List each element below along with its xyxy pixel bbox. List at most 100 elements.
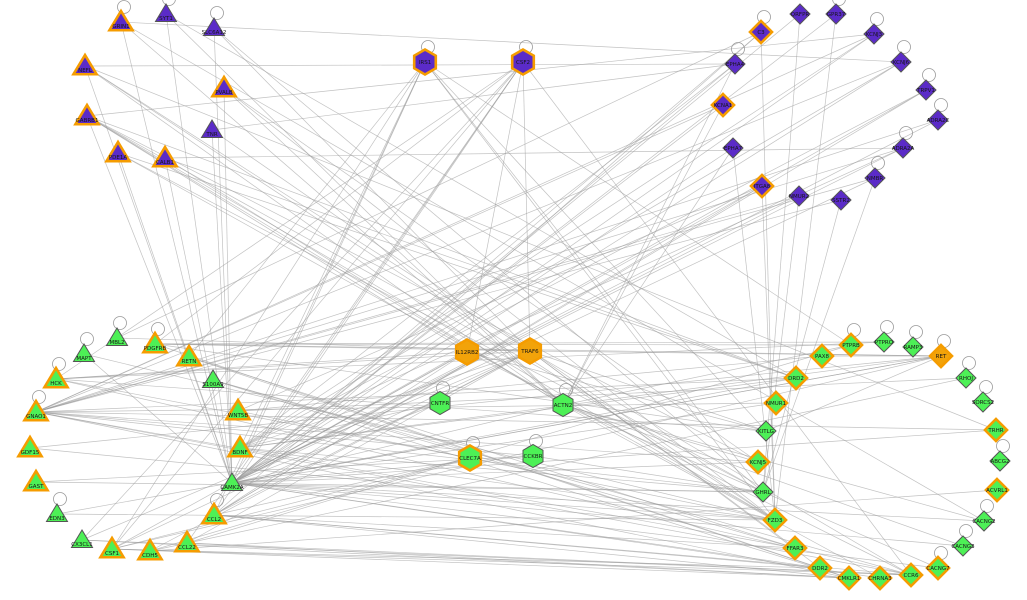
node-shape-hexagon bbox=[429, 390, 451, 416]
node-shape-diamond bbox=[898, 562, 924, 588]
node-ABCG2[interactable]: ABCG2 bbox=[989, 450, 1011, 472]
edge-CAMK2A-CACNG3 bbox=[231, 482, 964, 547]
node-CX3CL1[interactable]: CX3CL1 bbox=[70, 529, 94, 548]
node-SSTR2[interactable]: SSTR2 bbox=[830, 189, 852, 211]
node-ACVRL1[interactable]: ACVRL1 bbox=[984, 477, 1010, 503]
edge-TRAF6-CX3CL1 bbox=[81, 350, 531, 541]
node-ADRA2C[interactable]: ADRA2C bbox=[927, 109, 950, 131]
edge-PDGFRB-RET bbox=[154, 343, 942, 357]
node-RHOJ[interactable]: RHOJ bbox=[955, 367, 977, 389]
node-CALB1[interactable]: CALB1 bbox=[151, 144, 179, 168]
edge-CDH5-PTPRB bbox=[149, 344, 852, 552]
self-loop-EDN3 bbox=[53, 492, 67, 506]
edge-CSF2-CAMK2A bbox=[231, 61, 524, 484]
node-CACNG7[interactable]: CACNG7 bbox=[925, 555, 951, 581]
node-KCNA1[interactable]: KCNA1 bbox=[710, 92, 736, 118]
node-HCK[interactable]: HCK bbox=[42, 365, 70, 389]
node-GDF15[interactable]: GDF15 bbox=[16, 434, 44, 458]
node-CSF2[interactable]: CSF2 bbox=[510, 47, 536, 76]
node-shape-diamond bbox=[762, 507, 788, 533]
node-IL12RB2[interactable]: IL12RB2 bbox=[454, 337, 480, 366]
edge-IRS1-CCL2 bbox=[213, 61, 426, 516]
node-shape-triangle bbox=[107, 8, 135, 32]
node-RETN[interactable]: RETN bbox=[175, 343, 203, 367]
edge-EPHA7-ACTN2 bbox=[562, 147, 734, 406]
node-shape-diamond bbox=[892, 137, 914, 159]
node-CCL2[interactable]: CCL2 bbox=[200, 501, 228, 525]
node-CHRNA3[interactable]: CHRNA3 bbox=[867, 565, 893, 591]
node-shape-diamond bbox=[710, 92, 736, 118]
edge-QRFPR-CAMK2A bbox=[231, 13, 801, 484]
edge-CLEC7A-CCL22 bbox=[186, 457, 471, 544]
edge-BDNF-RET bbox=[239, 355, 942, 449]
node-shape-triangle bbox=[173, 529, 201, 553]
node-shape-triangle bbox=[42, 365, 70, 389]
node-PTPRO[interactable]: PTPRO bbox=[873, 331, 895, 353]
node-shape-diamond bbox=[836, 565, 862, 591]
node-GNAO1[interactable]: GNAO1 bbox=[22, 398, 50, 422]
node-shape-diamond bbox=[973, 510, 995, 532]
edge-S100A9-CMKLR1 bbox=[212, 379, 850, 579]
edge-IRS1-GHRL bbox=[424, 61, 764, 493]
node-GAST[interactable]: GAST bbox=[22, 468, 50, 492]
node-GRIN1[interactable]: GRIN1 bbox=[107, 8, 135, 32]
node-TRHR[interactable]: TRHR bbox=[983, 417, 1009, 443]
edge-KCNJ3-GNAO1 bbox=[35, 33, 875, 413]
node-TRPV1[interactable]: TRPV1 bbox=[915, 79, 937, 101]
edge-CALB1-ADRA2A bbox=[164, 147, 904, 159]
node-NEFL[interactable]: NEFL bbox=[71, 52, 99, 76]
edge-KCNA1-ACTN2 bbox=[562, 104, 724, 406]
node-NMBR[interactable]: NMBR bbox=[864, 167, 886, 189]
node-GABRB1[interactable]: GABRB1 bbox=[73, 102, 101, 126]
node-KCNJ6[interactable]: KCNJ6 bbox=[890, 51, 912, 73]
node-CCKBR[interactable]: CCKBR bbox=[522, 443, 544, 469]
edge-GNAO1-KCNJ5 bbox=[35, 411, 759, 463]
node-shape-diamond bbox=[989, 450, 1011, 472]
edge-CSF2-CCR6 bbox=[522, 61, 912, 576]
node-shape-triangle bbox=[141, 330, 169, 354]
node-EPHA4[interactable]: EPHA4 bbox=[724, 53, 746, 75]
node-NMUR2[interactable]: NMUR2 bbox=[788, 185, 810, 207]
node-RET[interactable]: RET bbox=[928, 343, 954, 369]
node-EPHA7[interactable]: EPHA7 bbox=[722, 137, 744, 159]
node-CACNG2[interactable]: CACNG2 bbox=[972, 510, 996, 532]
node-KCNJ3[interactable]: KCNJ3 bbox=[863, 23, 885, 45]
node-PDE1A[interactable]: PDE1A bbox=[104, 139, 132, 163]
node-shape-diamond bbox=[955, 367, 977, 389]
node-GHRL[interactable]: GHRL bbox=[752, 481, 774, 503]
node-PDGFRB[interactable]: PDGFRB bbox=[141, 330, 169, 354]
edge-IRS1-PTPRB bbox=[424, 61, 852, 346]
self-loop-NMBR bbox=[871, 156, 885, 170]
node-MBL2[interactable]: MBL2 bbox=[105, 327, 129, 346]
edge-GNAO1-TRHR bbox=[35, 411, 997, 431]
node-QRFPR[interactable]: QRFPR bbox=[789, 3, 811, 25]
edge-CX3CL1-CMKLR1 bbox=[81, 539, 850, 579]
node-SYT1[interactable]: SYT1 bbox=[154, 3, 178, 22]
node-NMUR1[interactable]: NMUR1 bbox=[763, 390, 789, 416]
edge-SYT1-ACTN2 bbox=[165, 13, 564, 406]
node-CLEC7A[interactable]: CLEC7A bbox=[457, 443, 483, 472]
node-ADRA2A[interactable]: ADRA2A bbox=[892, 137, 915, 159]
node-CACNG3[interactable]: CACNG3 bbox=[951, 535, 975, 557]
edge-PDGFRB-PTPRO bbox=[154, 341, 885, 345]
edge-NMUR2-GNAO1 bbox=[35, 195, 800, 413]
node-IRS1[interactable]: IRS1 bbox=[412, 47, 438, 76]
node-GPR37[interactable]: GPR37 bbox=[825, 3, 847, 25]
node-CCR6[interactable]: CCR6 bbox=[898, 562, 924, 588]
node-MAPT[interactable]: MAPT bbox=[72, 343, 96, 362]
edge-CAMK2A-KCNJ5 bbox=[231, 461, 759, 484]
edge-IRS1-BDNF bbox=[239, 61, 426, 449]
node-SORCS2[interactable]: SORCS2 bbox=[972, 391, 994, 413]
edge-HCK-KITLG bbox=[55, 378, 767, 432]
edge-KCNJ6-BDNF bbox=[239, 61, 902, 449]
node-RAMP3[interactable]: RAMP3 bbox=[902, 336, 924, 358]
self-loop-CACNG2 bbox=[980, 499, 994, 513]
edge-CAMK2A-DDR2 bbox=[231, 482, 821, 569]
node-TRAF6[interactable]: TRAF6 bbox=[517, 336, 543, 365]
node-shape-triangle bbox=[22, 468, 50, 492]
edge-EPHA4-BDNF bbox=[239, 63, 736, 449]
edge-GRIN1-KCNJ6 bbox=[120, 21, 902, 63]
node-KITLG[interactable]: KITLG bbox=[755, 420, 777, 442]
node-PTPRB[interactable]: PTPRB bbox=[838, 332, 864, 358]
edge-CCL22-CMKLR1 bbox=[186, 542, 850, 579]
